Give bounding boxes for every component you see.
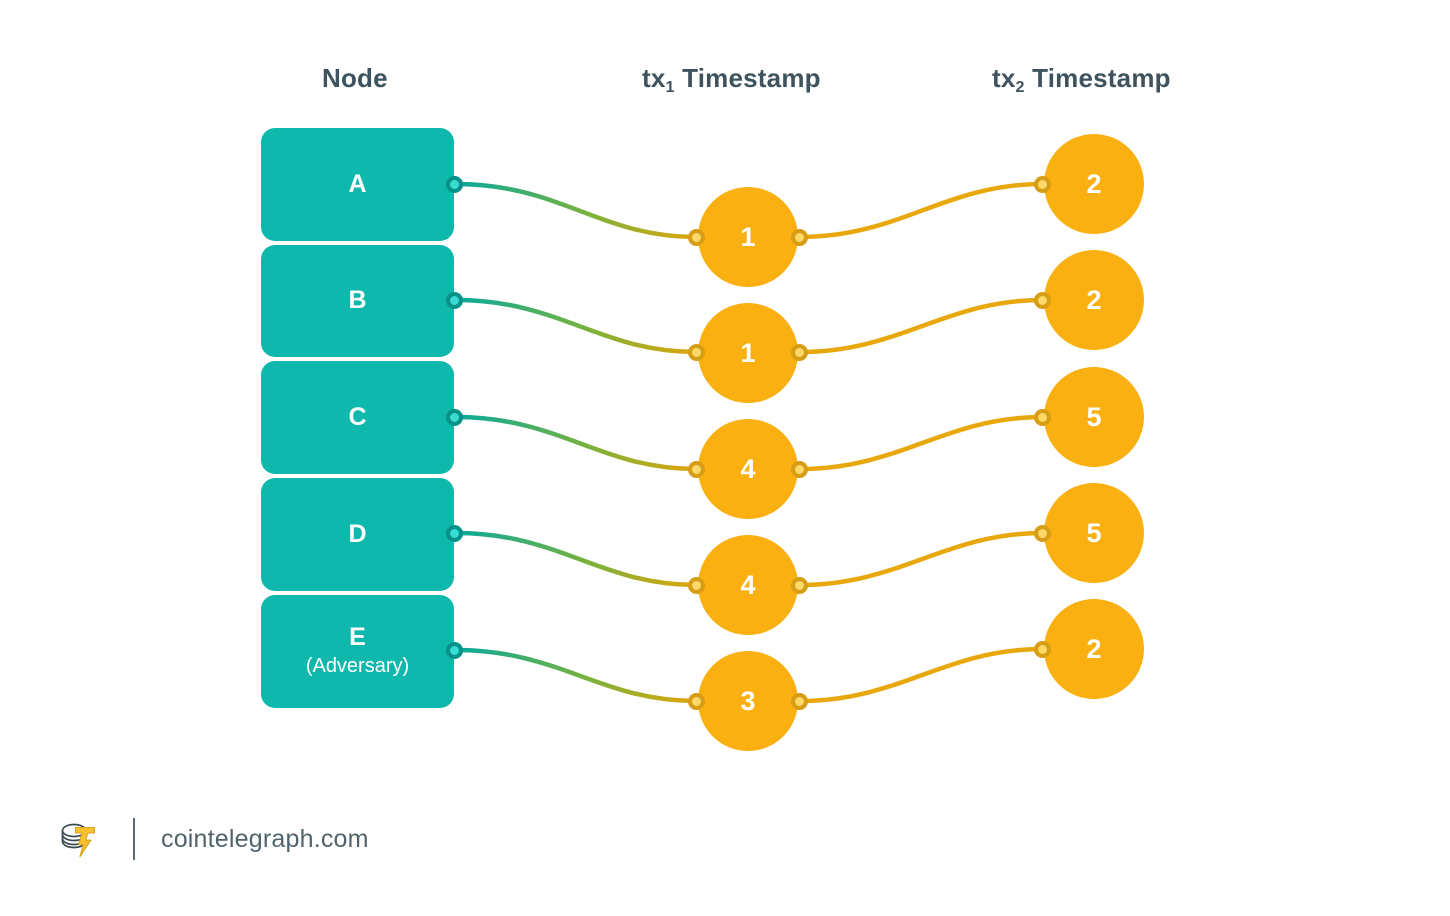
tx2-connector-dot-b: [1034, 292, 1051, 309]
link-E-tx1: [453, 647, 699, 704]
link-tx1-tx2-A: [797, 181, 1045, 240]
tx2-connector-dot-e: [1034, 641, 1051, 658]
node-connector-dot-c: [446, 409, 463, 426]
tx1-connector-dot-right-e: [791, 693, 808, 710]
tx2-subscript: 2: [1015, 77, 1025, 96]
link-tx1-tx2-D: [797, 530, 1045, 588]
links-tx1-to-tx2: [797, 181, 1045, 704]
node-connector-dot-d: [446, 525, 463, 542]
tx2-value: 2: [1086, 168, 1102, 199]
tx2-connector-dot-c: [1034, 409, 1051, 426]
tx1-connector-dot-left-b: [688, 344, 705, 361]
link-tx1-tx2-B: [797, 297, 1045, 355]
cointelegraph-logo-icon: [61, 823, 96, 858]
link-C-tx1: [453, 414, 699, 472]
tx1-connector-dot-left-c: [688, 461, 705, 478]
node-box-c[interactable]: C: [261, 361, 454, 474]
tx2-circle-a[interactable]: 2: [1044, 134, 1144, 234]
tx2-connector-dot-a: [1034, 176, 1051, 193]
tx1-connector-dot-left-e: [688, 693, 705, 710]
tx2-connector-dot-d: [1034, 525, 1051, 542]
tx1-value: 3: [740, 685, 756, 716]
tx1-circle-b[interactable]: 1: [698, 303, 798, 403]
node-connector-dot-e: [446, 642, 463, 659]
tx1-value: 1: [740, 337, 756, 368]
link-tx1-tx2-E: [797, 646, 1045, 704]
tx2-value: 5: [1086, 401, 1102, 432]
node-label: C: [348, 402, 367, 431]
tx2-value: 2: [1086, 284, 1102, 315]
tx2-circle-c[interactable]: 5: [1044, 367, 1144, 467]
tx2-circle-b[interactable]: 2: [1044, 250, 1144, 350]
tx1-circle-c[interactable]: 4: [698, 419, 798, 519]
tx1-circle-e[interactable]: 3: [698, 651, 798, 751]
column-header-node: Node: [322, 63, 388, 93]
tx1-connector-dot-left-d: [688, 577, 705, 594]
link-B-tx1: [453, 297, 699, 355]
column-header-tx2: tx2 Timestamp: [992, 63, 1171, 96]
node-label: B: [348, 286, 367, 315]
footer-site-label: cointelegraph.com: [161, 824, 369, 853]
tx1-suffix: Timestamp: [674, 63, 821, 93]
tx1-connector-dot-right-b: [791, 344, 808, 361]
link-tx1-tx2-C: [797, 414, 1045, 472]
tx2-circle-d[interactable]: 5: [1044, 483, 1144, 583]
tx1-circle-d[interactable]: 4: [698, 535, 798, 635]
node-box-d[interactable]: D: [261, 478, 454, 591]
tx1-connector-dot-right-a: [791, 229, 808, 246]
tx1-circle-a[interactable]: 1: [698, 187, 798, 287]
tx1-connector-dot-right-c: [791, 461, 808, 478]
node-label: D: [348, 519, 367, 548]
tx1-value: 4: [740, 453, 756, 484]
footer-divider: [133, 818, 135, 860]
tx2-prefix: tx: [992, 63, 1016, 93]
node-sublabel-adversary: (Adversary): [305, 654, 410, 677]
column-header-tx1: tx1 Timestamp: [642, 63, 821, 96]
tx2-circle-e[interactable]: 2: [1044, 599, 1144, 699]
tx2-value: 5: [1086, 517, 1102, 548]
tx2-value: 2: [1086, 633, 1102, 664]
tx1-subscript: 1: [665, 77, 675, 96]
link-A-tx1: [453, 181, 699, 240]
tx1-value: 4: [740, 569, 756, 600]
node-label: E: [349, 623, 366, 652]
tx1-connector-dot-right-d: [791, 577, 808, 594]
tx1-connector-dot-left-a: [688, 229, 705, 246]
node-connector-dot-b: [446, 292, 463, 309]
footer: cointelegraph.com: [55, 808, 369, 870]
node-connector-dot-a: [446, 176, 463, 193]
node-box-b[interactable]: B: [261, 245, 454, 357]
tx2-suffix: Timestamp: [1024, 63, 1171, 93]
tx1-value: 1: [740, 221, 756, 252]
node-label: A: [348, 169, 367, 198]
tx1-prefix: tx: [642, 63, 666, 93]
node-box-e[interactable]: E (Adversary): [261, 595, 454, 708]
links-node-to-tx1: [453, 181, 699, 704]
node-box-a[interactable]: A: [261, 128, 454, 241]
link-D-tx1: [453, 530, 699, 588]
